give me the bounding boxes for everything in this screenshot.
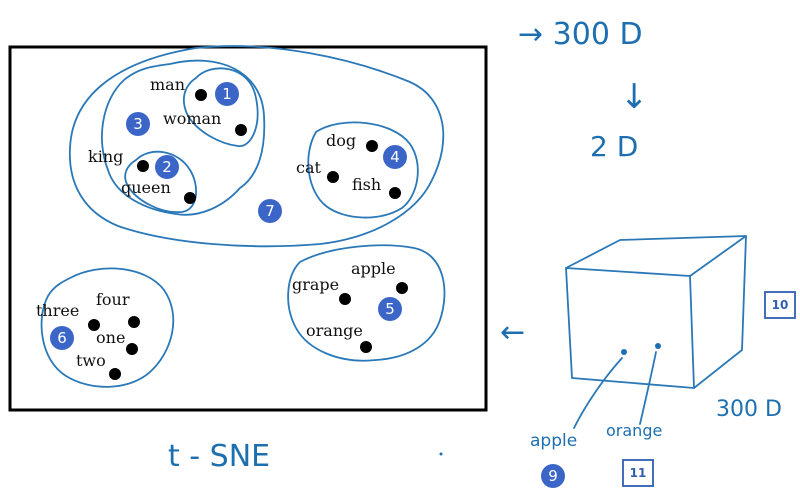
note-cube-orange: orange: [606, 421, 662, 440]
point-woman: [235, 124, 247, 136]
svg-text:1: 1: [222, 85, 232, 103]
numbered-badges: 1 2 3 4 5 6 7 9: [50, 82, 565, 488]
note-left-arrow: ←: [500, 315, 525, 350]
svg-text:4: 4: [390, 148, 400, 166]
badge-9: 9: [541, 464, 565, 488]
badge-2: 2: [155, 155, 179, 179]
badge-5: 5: [378, 297, 402, 321]
point-man: [195, 89, 207, 101]
label-grape: grape: [292, 275, 339, 294]
cube-drawing: [565, 235, 747, 429]
label-orange: orange: [306, 321, 363, 340]
point-queen: [184, 192, 196, 204]
note-tsne: t - SNE: [168, 439, 270, 474]
stray-dot: [439, 452, 443, 456]
outline-king-queen: [124, 150, 197, 213]
point-king: [137, 160, 149, 172]
data-points: [88, 89, 408, 380]
point-dog: [366, 140, 378, 152]
label-cat: cat: [296, 158, 322, 177]
label-queen: queen: [121, 178, 171, 197]
label-two: two: [76, 351, 106, 370]
cube-point-apple: [621, 349, 627, 355]
svg-text:6: 6: [57, 329, 67, 347]
point-grape: [339, 293, 351, 305]
box-badge-10: 10: [764, 291, 796, 319]
point-fish: [389, 187, 401, 199]
dimension-notes: → 300 D ↓ 2 D t - SNE 300 D ← apple oran…: [168, 17, 782, 474]
outline-animals: [307, 121, 419, 219]
outline-man-woman: [182, 67, 259, 147]
label-dog: dog: [326, 131, 356, 150]
point-orange: [360, 341, 372, 353]
note-down-arrow: ↓: [620, 77, 649, 117]
label-three: three: [36, 301, 79, 320]
label-woman: woman: [163, 109, 221, 128]
svg-text:11: 11: [630, 466, 647, 480]
badge-4: 4: [383, 145, 407, 169]
note-2d: 2 D: [590, 130, 638, 163]
svg-text:10: 10: [772, 298, 789, 312]
note-cube-apple: apple: [530, 431, 577, 451]
point-one: [126, 343, 138, 355]
point-four: [128, 316, 140, 328]
point-three: [88, 319, 100, 331]
svg-text:5: 5: [385, 300, 395, 318]
outline-people: [101, 59, 266, 216]
svg-text:7: 7: [265, 202, 275, 220]
pointer-apple: [573, 357, 623, 429]
badge-7: 7: [258, 199, 282, 223]
outline-big-group: [69, 45, 445, 248]
point-cat: [327, 171, 339, 183]
box-badge-11: 11: [622, 459, 654, 487]
label-fish: fish: [352, 175, 381, 194]
square-badges: 10 11: [622, 291, 796, 487]
label-four: four: [96, 290, 130, 309]
svg-text:9: 9: [548, 467, 558, 485]
note-300d-top: → 300 D: [518, 17, 643, 52]
cluster-outlines: [40, 45, 446, 388]
svg-text:3: 3: [133, 115, 143, 133]
label-man: man: [150, 75, 185, 94]
outline-numbers: [40, 267, 175, 388]
word-labels: man woman king queen dog cat fish three …: [36, 75, 396, 370]
svg-text:2: 2: [162, 158, 172, 176]
outline-fruits: [287, 244, 446, 362]
note-300d-cube: 300 D: [716, 397, 782, 422]
cube-point-orange: [655, 343, 661, 349]
label-apple: apple: [351, 259, 396, 278]
point-two: [109, 368, 121, 380]
point-apple: [396, 282, 408, 294]
label-one: one: [96, 328, 125, 347]
badge-1: 1: [215, 82, 239, 106]
badge-3: 3: [126, 112, 150, 136]
label-king: king: [88, 147, 123, 166]
badge-6: 6: [50, 326, 74, 350]
pointer-orange: [639, 351, 657, 425]
